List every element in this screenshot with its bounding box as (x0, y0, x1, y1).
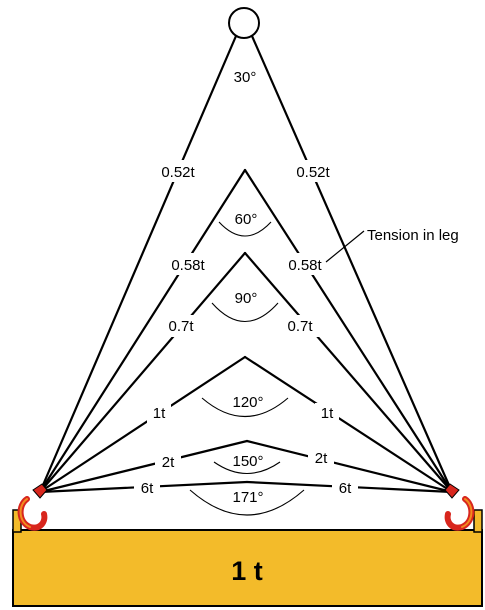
legs-90 (38, 251, 454, 494)
leg-60-right (243, 168, 454, 494)
right-lug (473, 509, 483, 533)
angle-label-30: 30° (234, 69, 257, 86)
arc-120 (201, 397, 289, 417)
leg-90-right (243, 251, 454, 494)
arc-150 (213, 461, 281, 474)
leg-150-right (245, 439, 454, 494)
tension-bg-90-left (160, 315, 202, 337)
leg-120-right (243, 355, 454, 494)
tension-label-120-left: 1t (153, 405, 166, 422)
arc-171 (189, 489, 305, 516)
angle-label-150: 150° (232, 453, 263, 470)
load-block (12, 529, 483, 607)
tension-bg-150-left (155, 452, 181, 472)
legs-150 (38, 439, 454, 494)
tension-label-150-left: 2t (162, 454, 175, 471)
tension-label-60-left: 0.58t (171, 257, 205, 274)
annotation-leader (325, 230, 365, 263)
angle-label-120: 120° (232, 394, 263, 411)
legs-30 (38, 34, 454, 494)
tension-bg-30-left (152, 160, 204, 182)
arc-90 (211, 302, 279, 323)
leg-150-left (38, 439, 249, 494)
tension-label-171-right: 6t (339, 480, 352, 497)
tension-bg-171-left (134, 478, 160, 498)
tension-bg-30-right (287, 160, 339, 182)
leg-30-left (38, 34, 238, 494)
angle-label-171: 171° (232, 489, 263, 506)
tension-bg-60-left (162, 253, 214, 275)
tension-label-90-left: 0.7t (168, 318, 194, 335)
tension-label-30-left: 0.52t (161, 164, 195, 181)
leg-30-right (250, 34, 454, 494)
tension-label-120-right: 1t (321, 405, 334, 422)
tension-label-171-left: 6t (141, 480, 154, 497)
tension-bg-120-left (147, 403, 171, 423)
leg-90-left (38, 251, 247, 494)
angle-label-90: 90° (235, 290, 258, 307)
tension-label-60-right: 0.58t (288, 257, 322, 274)
leg-120-left (38, 355, 247, 494)
tension-bg-120-right (315, 403, 339, 423)
tension-bg-171-right (332, 478, 358, 498)
arc-60 (218, 221, 272, 237)
leg-60-left (38, 168, 247, 494)
tension-bg-150-right (308, 448, 334, 468)
annotation-label: Tension in leg (367, 227, 459, 244)
left-hook-icon (17, 483, 48, 531)
load-label: 1 t (231, 556, 263, 586)
tension-bg-90-right (279, 315, 321, 337)
tension-label-90-right: 0.7t (287, 318, 313, 335)
tension-bg-60-right (279, 253, 331, 275)
legs-60 (38, 168, 454, 494)
tension-label-150-right: 2t (315, 450, 328, 467)
right-hook-icon (444, 483, 475, 531)
legs-120 (38, 355, 454, 494)
angle-label-60: 60° (235, 211, 258, 228)
lift-ring-icon (228, 7, 260, 39)
tension-label-30-right: 0.52t (296, 164, 330, 181)
